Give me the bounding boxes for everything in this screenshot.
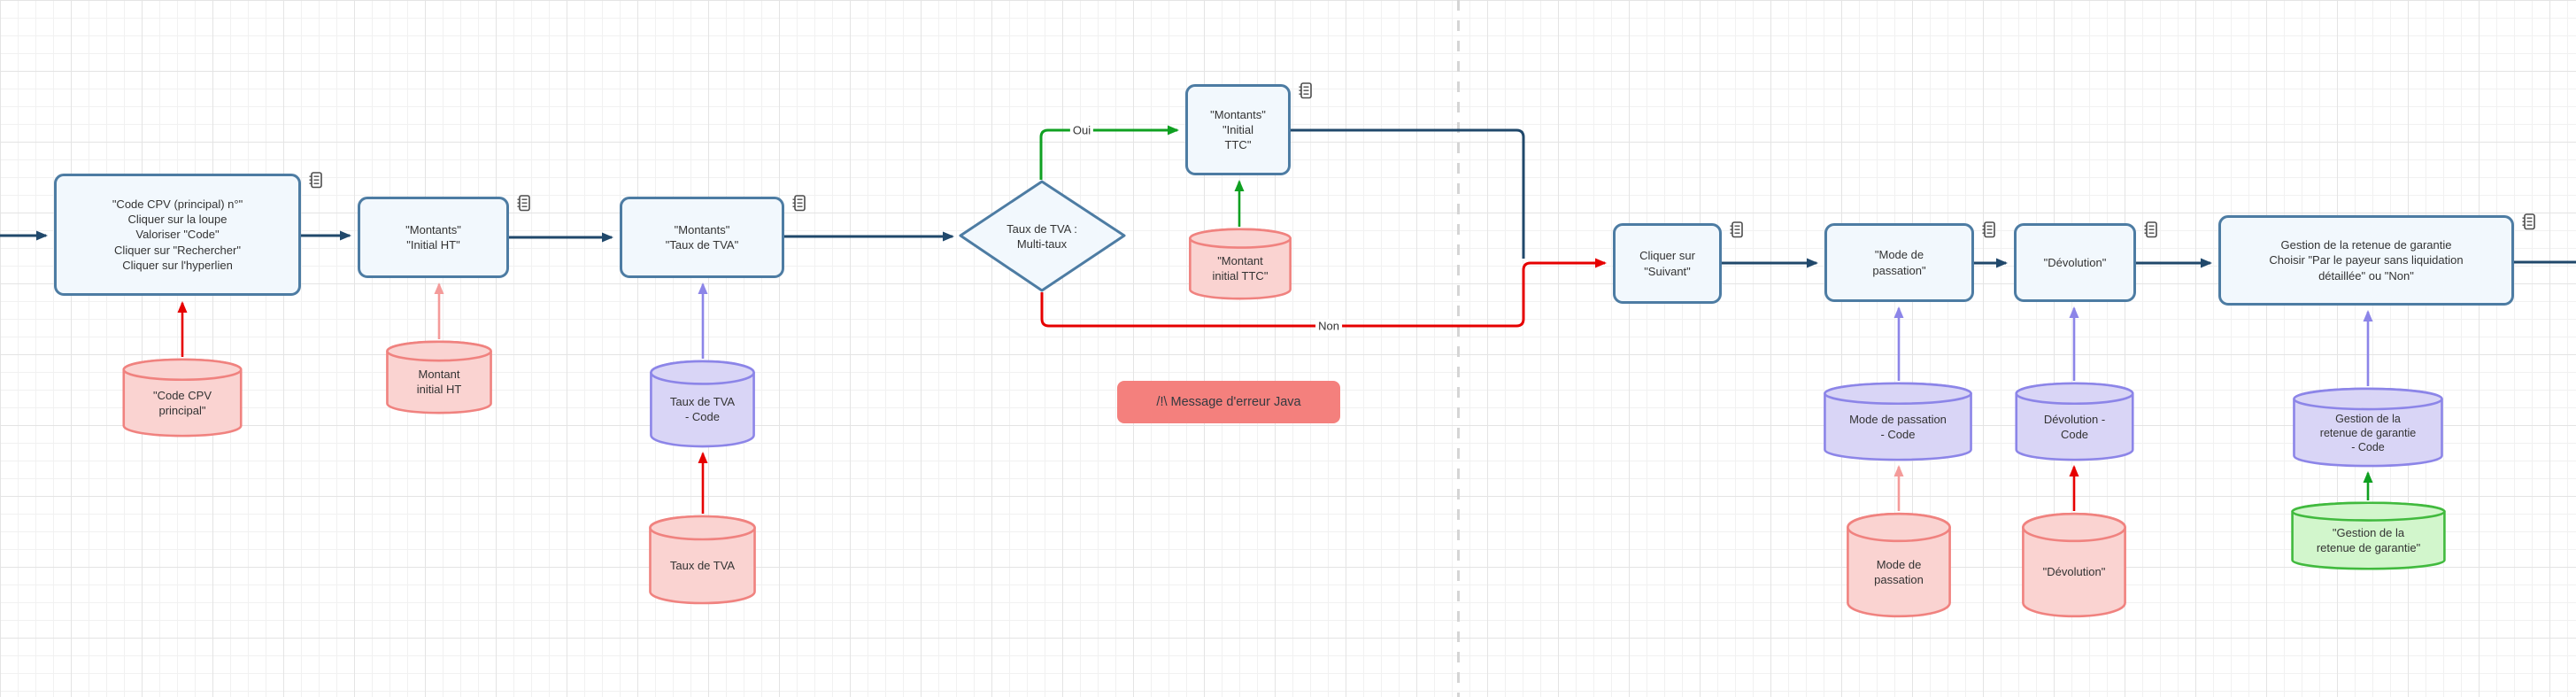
node-label: Gestion de la retenue de garantie Choisi… xyxy=(2269,238,2464,283)
cylinder-shape xyxy=(121,359,243,437)
cylinder-shape xyxy=(2289,502,2448,569)
note-icon xyxy=(309,172,322,189)
note-icon xyxy=(517,195,530,212)
cylinder-shape xyxy=(2021,513,2127,617)
datastore-montant-initial-ht[interactable]: Montant initial HT xyxy=(385,341,493,414)
note-icon xyxy=(1730,221,1743,238)
datastore-code-cpv-principal[interactable]: "Code CPV principal" xyxy=(121,359,243,437)
process-devolution[interactable]: "Dévolution" xyxy=(2014,223,2136,302)
datastore-gestion-retenue-code[interactable]: Gestion de la retenue de garantie - Code xyxy=(2291,388,2445,467)
datastore-devolution[interactable]: "Dévolution" xyxy=(2021,513,2127,617)
edge-label-oui[interactable]: Oui xyxy=(1069,123,1094,137)
node-label: Taux de TVA : Multi-taux xyxy=(1006,221,1077,251)
error-banner[interactable]: /!\ Message d'erreur Java xyxy=(1117,381,1340,423)
note-icon xyxy=(2144,221,2157,238)
cylinder-shape xyxy=(648,515,757,604)
datastore-label: Taux de TVA xyxy=(669,559,736,573)
datastore-label: "Code CPV principal" xyxy=(152,388,212,417)
note-icon xyxy=(792,195,806,212)
edge-decision-oui[interactable] xyxy=(1039,125,1179,180)
node-label: "Montants" "Initial HT" xyxy=(405,222,461,252)
node-label: "Mode de passation" xyxy=(1872,248,1926,277)
datastore-label: Montant initial HT xyxy=(416,368,462,397)
cylinder-shape xyxy=(385,341,493,414)
node-label: Cliquer sur "Suivant" xyxy=(1639,249,1695,278)
process-mode-passation[interactable]: "Mode de passation" xyxy=(1824,223,1974,302)
datastore-taux-tva-code[interactable]: Taux de TVA - Code xyxy=(649,360,756,447)
datastore-devolution-code[interactable]: Dévolution - Code xyxy=(2014,383,2135,461)
datastore-label: Taux de TVA - Code xyxy=(669,395,736,424)
datastore-label: Dévolution - Code xyxy=(2043,412,2106,441)
datastore-label: "Montant initial TTC" xyxy=(1212,254,1269,283)
note-icon xyxy=(2522,213,2535,230)
note-icon xyxy=(1299,82,1312,99)
edge-label-non[interactable]: Non xyxy=(1315,319,1342,333)
node-label: "Montants" "Taux de TVA" xyxy=(665,222,739,252)
cylinder-shape xyxy=(2291,388,2445,467)
edge-initialttc-junction[interactable] xyxy=(1291,128,1525,259)
decision-taux-tva-multitaux[interactable] xyxy=(959,180,1126,292)
process-montants-taux-tva[interactable]: "Montants" "Taux de TVA" xyxy=(620,197,784,278)
datastore-mode-passation-code[interactable]: Mode de passation - Code xyxy=(1822,383,1974,461)
node-label: "Montants" "Initial TTC" xyxy=(1210,107,1266,152)
process-gestion-retenue[interactable]: Gestion de la retenue de garantie Choisi… xyxy=(2218,215,2514,306)
edge-decision-non[interactable] xyxy=(1040,258,1607,328)
cylinder-shape xyxy=(1188,228,1292,299)
note-icon xyxy=(1982,221,1995,238)
datastore-label: Mode de passation xyxy=(1874,557,1924,586)
datastore-label: "Gestion de la retenue de garantie" xyxy=(2316,525,2421,554)
cylinder-shape xyxy=(1822,383,1974,461)
datastore-label: Gestion de la retenue de garantie - Code xyxy=(2319,412,2417,454)
cylinder-shape xyxy=(649,360,756,447)
process-code-cpv[interactable]: "Code CPV (principal) n°" Cliquer sur la… xyxy=(54,174,301,296)
node-label: "Dévolution" xyxy=(2043,255,2107,269)
node-label: "Code CPV (principal) n°" Cliquer sur la… xyxy=(112,197,243,272)
process-montants-initial-ht[interactable]: "Montants" "Initial HT" xyxy=(358,197,509,278)
process-cliquer-suivant[interactable]: Cliquer sur "Suivant" xyxy=(1613,223,1722,304)
datastore-mode-passation[interactable]: Mode de passation xyxy=(1846,513,1952,617)
datastore-label: "Dévolution" xyxy=(2042,565,2106,579)
datastore-montant-initial-ttc[interactable]: "Montant initial TTC" xyxy=(1188,228,1292,299)
datastore-taux-tva[interactable]: Taux de TVA xyxy=(648,515,757,604)
page-separator xyxy=(1457,0,1460,697)
cylinder-shape xyxy=(2014,383,2135,461)
process-montants-initial-ttc[interactable]: "Montants" "Initial TTC" xyxy=(1185,84,1291,175)
datastore-gestion-retenue[interactable]: "Gestion de la retenue de garantie" xyxy=(2289,502,2448,569)
cylinder-shape xyxy=(1846,513,1952,617)
datastore-label: Mode de passation - Code xyxy=(1849,412,1947,441)
decision-label: Taux de TVA : Multi-taux xyxy=(971,209,1113,264)
